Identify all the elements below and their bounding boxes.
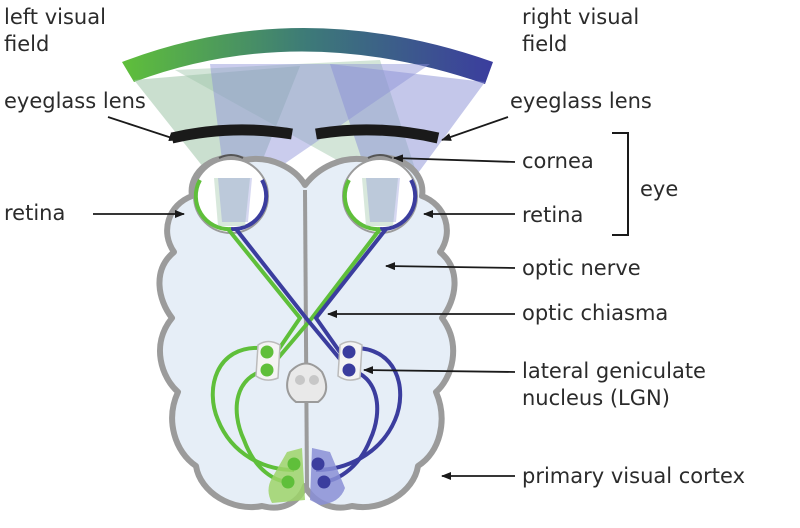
left-eye (193, 154, 269, 234)
label-right-visual-field-1: right visual (522, 5, 639, 29)
label-lgn-2: nucleus (LGN) (522, 386, 670, 410)
light-rays (134, 60, 485, 184)
eye-bracket (612, 132, 629, 236)
primary-visual-cortex-region (268, 448, 345, 505)
arrow-eyeglass-right (441, 116, 509, 141)
label-eyeglass-lens-left: eyeglass lens (4, 89, 146, 113)
lgn-left-dot-bottom (260, 363, 274, 377)
label-left-visual-field-2: field (4, 32, 49, 56)
label-lgn-1: lateral geniculate (522, 359, 706, 383)
right-eye (342, 154, 418, 234)
label-primary-visual-cortex: primary visual cortex (522, 464, 745, 488)
arrow-lgn (363, 366, 516, 375)
label-optic-nerve: optic nerve (522, 256, 641, 280)
label-eye: eye (640, 177, 678, 201)
eyeglass-lens-right (315, 124, 440, 144)
label-retina-right: retina (522, 203, 583, 227)
label-eyeglass-lens-right: eyeglass lens (510, 89, 652, 113)
label-cornea: cornea (522, 149, 594, 173)
eyeglass-lens-left (170, 124, 293, 144)
longitudinal-fissure (303, 189, 309, 491)
arrow-optic-nerve (385, 262, 516, 271)
label-retina-left: retina (4, 201, 65, 225)
label-left-visual-field-1: left visual (4, 5, 106, 29)
pointer-arrows (93, 116, 516, 480)
visual-field-arc (122, 28, 493, 84)
arrow-cornea (393, 154, 516, 163)
lgn-left-dot-top (260, 345, 274, 359)
label-right-visual-field-2: field (522, 32, 567, 56)
blue-pathway (234, 227, 403, 484)
arrow-eyeglass-left (107, 116, 179, 141)
lgn-region (255, 340, 363, 403)
label-optic-chiasma: optic chiasma (522, 301, 668, 325)
lgn-right-dot-bottom (342, 363, 356, 377)
lgn-right-dot-top (342, 345, 356, 359)
midbrain (286, 362, 328, 403)
